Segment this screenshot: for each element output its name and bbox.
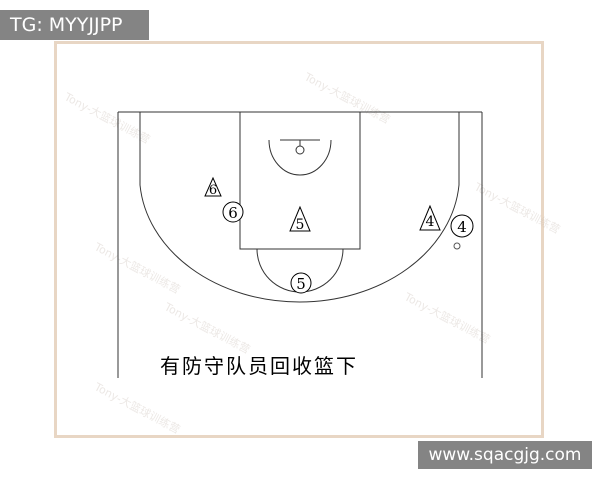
diagram-frame xyxy=(54,41,544,438)
rim xyxy=(295,145,305,155)
three-point-arc xyxy=(139,184,460,303)
offense-player: 4 xyxy=(419,204,441,231)
offense-player: 6 xyxy=(204,176,222,198)
offense-player: 5 xyxy=(289,205,311,233)
restricted-arc xyxy=(268,139,332,176)
top-tag-badge: TG: MYYJJPP xyxy=(0,10,149,40)
defense-player-label: 5 xyxy=(296,275,306,293)
offense-player-label: 6 xyxy=(209,183,217,198)
defense-player: 4 xyxy=(450,214,474,238)
defense-player-label: 6 xyxy=(228,204,238,222)
offense-player-label: 5 xyxy=(296,217,305,233)
defense-player-label: 4 xyxy=(457,218,467,236)
free-throw-lane xyxy=(239,111,361,250)
offense-player-label: 4 xyxy=(426,214,435,230)
defense-player: 6 xyxy=(222,201,244,223)
diagram-caption: 有防守队员回收篮下 xyxy=(160,354,358,378)
ball-icon xyxy=(453,242,461,250)
defense-player: 5 xyxy=(290,272,312,294)
site-url-badge: www.sqacgjg.com xyxy=(418,441,592,469)
